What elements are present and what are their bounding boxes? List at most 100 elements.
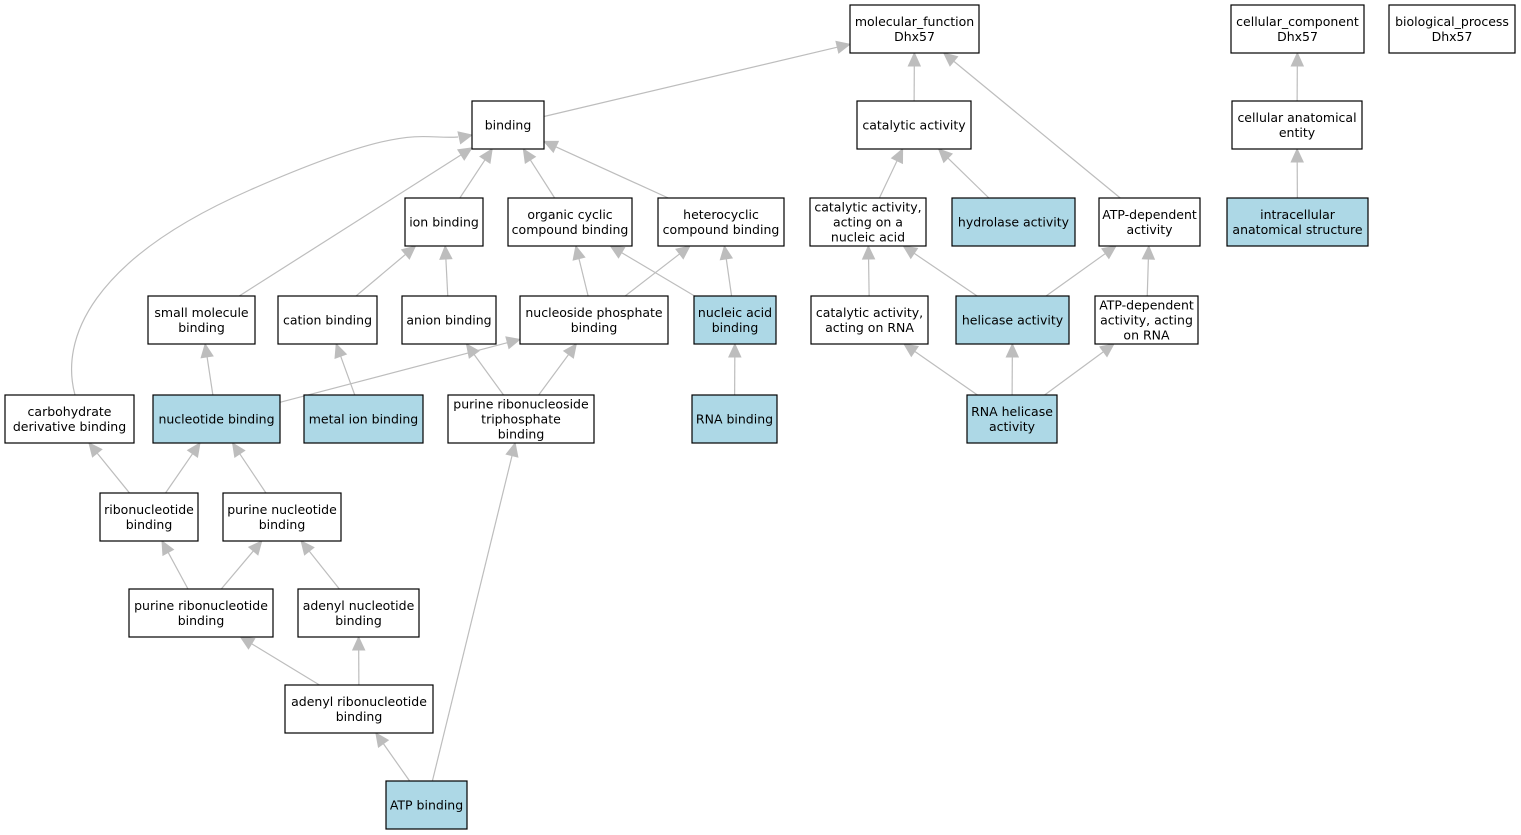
arrowhead [562, 343, 578, 359]
node-box [955, 295, 1070, 345]
go-term-hydro[interactable]: hydrolase activity [951, 197, 1076, 247]
node-box [401, 295, 497, 345]
node-label: activity, acting [1100, 313, 1193, 328]
go-term-ionb[interactable]: ion binding [404, 197, 484, 247]
edge-pnb-to-nucb [231, 442, 267, 494]
arrowhead [1141, 244, 1156, 260]
node-label: metal ion binding [309, 412, 419, 427]
edge-catb-to-ionb [355, 245, 417, 297]
node-label: biological_process [1395, 14, 1509, 29]
node-label: derivative binding [13, 419, 126, 434]
node-label: triphosphate [481, 412, 561, 427]
edge-helic-to-canuc [902, 245, 978, 297]
node-box [1230, 4, 1365, 54]
node-label: cellular anatomical [1237, 110, 1356, 125]
edge-carna-to-canuc [861, 244, 876, 297]
arrowhead [1099, 343, 1115, 358]
go-term-helic[interactable]: helicase activity [955, 295, 1070, 345]
go-term-binding[interactable]: binding [471, 100, 545, 150]
node-label: binding [485, 118, 532, 133]
node-label: cellular_component [1236, 14, 1359, 29]
node-box [809, 197, 927, 247]
edge-nucb-to-npb [279, 336, 522, 403]
node-box [507, 197, 633, 247]
node-label: binding [498, 427, 545, 442]
arrowhead [465, 343, 480, 359]
go-term-catb[interactable]: cation binding [277, 295, 378, 345]
edge-prb-to-ribb [161, 539, 189, 590]
arrowhead [903, 343, 920, 358]
node-label: purine ribonucleotide [134, 598, 268, 613]
arrowhead [522, 147, 537, 165]
node-box [147, 295, 256, 345]
arrowhead [942, 52, 959, 67]
edge-hcb-to-binding [542, 140, 669, 199]
node-box [849, 4, 980, 54]
go-term-atpb[interactable]: ATP binding [385, 780, 468, 830]
node-label: anatomical structure [1232, 222, 1362, 237]
node-label: organic cyclic [527, 207, 612, 222]
arrowhead [375, 732, 390, 748]
edge-anucb-to-pnb [300, 540, 340, 590]
node-box [1094, 295, 1199, 345]
node-label: ion binding [409, 215, 479, 230]
node-box [657, 197, 785, 247]
node-box [471, 100, 545, 150]
node-label: binding [335, 613, 382, 628]
edge-rnab-to-nab [728, 342, 742, 396]
edge-ribb-to-cdb [88, 442, 130, 494]
node-box [519, 295, 669, 345]
go-term-catalytic[interactable]: catalytic activity [856, 100, 972, 150]
node-label: catalytic activity [862, 118, 966, 133]
node-label: carbohydrate [28, 404, 112, 419]
edge-smb-to-binding [238, 147, 474, 297]
edge-catalytic-to-mf [907, 51, 922, 102]
arrowhead [505, 441, 519, 458]
arrowhead [161, 539, 175, 557]
go-term-anb[interactable]: anion binding [401, 295, 497, 345]
node-label: helicase activity [962, 313, 1064, 328]
arrowhead [907, 51, 922, 67]
arrowhead [200, 342, 214, 359]
node-box [284, 684, 434, 734]
go-term-nucb[interactable]: nucleotide binding [152, 394, 281, 444]
node-box [128, 588, 274, 638]
arrowhead [456, 147, 474, 161]
node-label: adenyl nucleotide [303, 598, 415, 613]
node-label: binding [571, 320, 618, 335]
edge-mib-to-catb [334, 342, 356, 396]
go-term-mib[interactable]: metal ion binding [303, 394, 424, 444]
go-term-rnab[interactable]: RNA binding [691, 394, 778, 444]
node-label: molecular_function [855, 14, 974, 29]
node-label: compound binding [663, 222, 780, 237]
node-label: compound binding [512, 222, 629, 237]
go-term-carna[interactable]: catalytic activity,acting on RNA [810, 295, 929, 345]
arrowhead [400, 245, 417, 260]
node-label: binding [126, 517, 173, 532]
arrowhead [88, 442, 103, 458]
node-label: RNA helicase [971, 404, 1053, 419]
arrowhead [572, 244, 586, 261]
node-box [1388, 4, 1516, 54]
